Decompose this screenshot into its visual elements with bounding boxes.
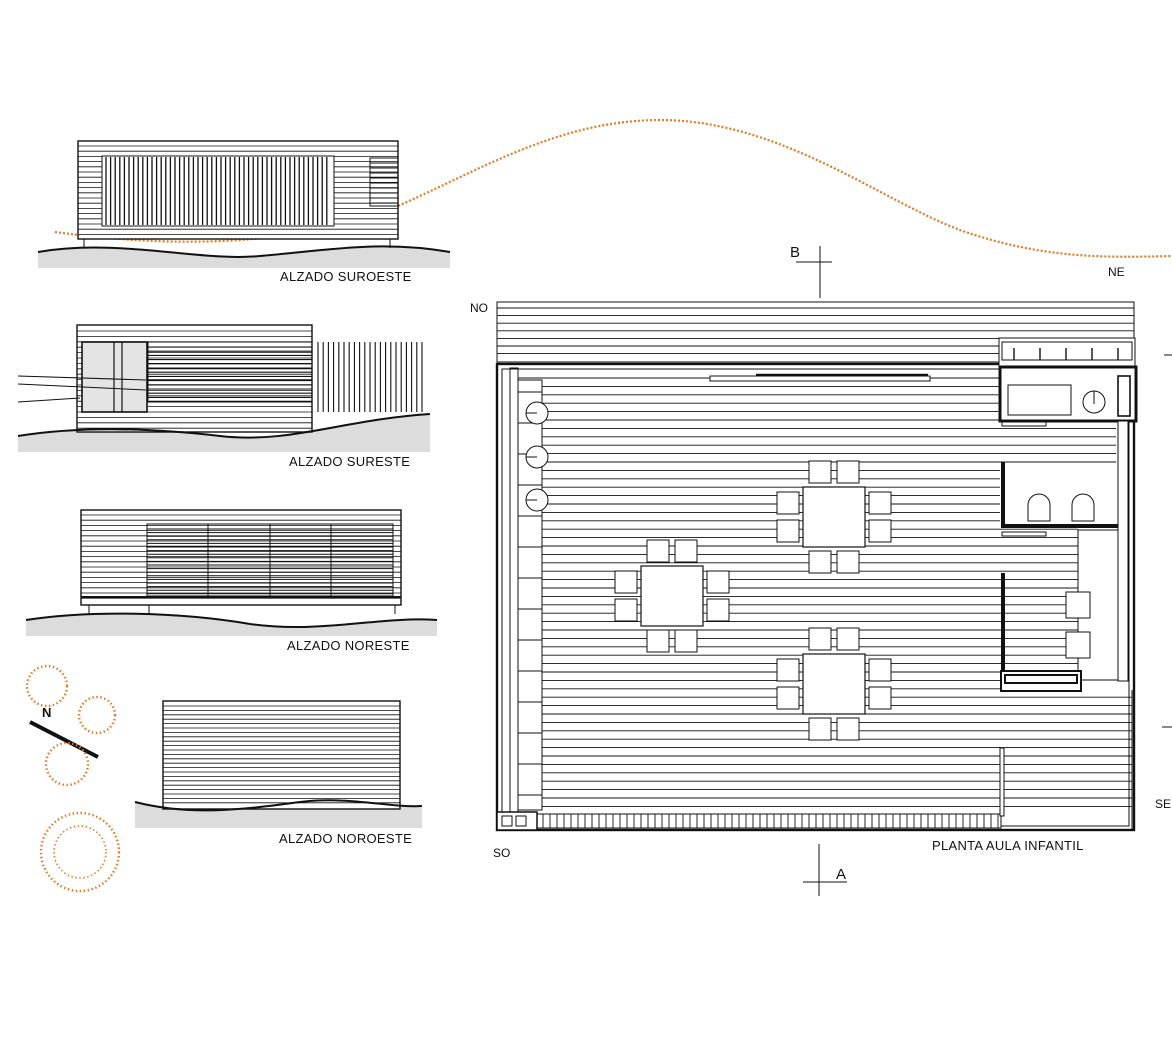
tree-icon xyxy=(77,695,117,735)
plan-left-cabinets xyxy=(518,391,549,796)
label-alzado-suroeste: ALZADO SUROESTE xyxy=(280,269,412,284)
floor-plan: B A NO NE SE SO PLANTA AULA INFANTIL xyxy=(470,244,1172,896)
stool xyxy=(776,658,800,682)
table xyxy=(802,486,866,548)
siding-noroeste xyxy=(163,705,400,804)
stool xyxy=(706,598,730,622)
label-alzado-noreste: ALZADO NORESTE xyxy=(287,638,410,653)
tree-icon xyxy=(39,811,121,893)
stool xyxy=(808,717,832,741)
section-b-label: B xyxy=(790,244,800,261)
orientation-ne: NE xyxy=(1108,265,1125,279)
plan-title: PLANTA AULA INFANTIL xyxy=(932,838,1084,853)
table xyxy=(802,653,866,715)
stool xyxy=(868,658,892,682)
stool xyxy=(706,570,730,594)
orientation-no: NO xyxy=(470,301,488,315)
stool xyxy=(808,627,832,651)
stool xyxy=(674,539,698,563)
orientation-so: SO xyxy=(493,846,510,860)
stool xyxy=(646,539,670,563)
stool xyxy=(614,570,638,594)
plan-bottom-deck xyxy=(542,814,999,828)
elevation-suroeste: ALZADO SUROESTE xyxy=(37,140,451,284)
stool xyxy=(868,491,892,515)
stool xyxy=(836,550,860,574)
orientation-se: SE xyxy=(1155,797,1171,811)
stool xyxy=(836,460,860,484)
elevation-noroeste: ALZADO NOROESTE xyxy=(134,700,423,846)
tree-icon xyxy=(25,664,69,708)
elevation-sureste: ALZADO SURESTE xyxy=(17,324,431,469)
stool xyxy=(776,519,800,543)
stool xyxy=(614,598,638,622)
stool xyxy=(776,686,800,710)
tree-icon xyxy=(44,741,90,787)
north-label: N xyxy=(42,705,51,720)
stool xyxy=(808,550,832,574)
fence-sureste xyxy=(317,342,423,412)
tree-icon xyxy=(53,825,107,879)
section-a-label: A xyxy=(836,866,846,883)
plan-tables xyxy=(614,460,892,741)
louver-suroeste xyxy=(370,162,398,204)
stool xyxy=(836,717,860,741)
stool xyxy=(808,460,832,484)
ground-noreste xyxy=(26,613,437,636)
plan-ne-rail xyxy=(1013,348,1119,360)
elevation-noreste: ALZADO NORESTE xyxy=(25,509,438,653)
plan-floor-boards xyxy=(518,377,1132,807)
stool xyxy=(868,686,892,710)
stool xyxy=(836,627,860,651)
ground-sureste xyxy=(18,414,430,452)
window-noreste xyxy=(147,524,393,596)
tree-cluster xyxy=(25,664,121,893)
north-compass: N xyxy=(29,705,99,759)
window-sureste xyxy=(148,346,312,398)
label-alzado-noroeste: ALZADO NOROESTE xyxy=(279,831,412,846)
slats-suroeste xyxy=(105,157,328,225)
stool xyxy=(776,491,800,515)
label-alzado-sureste: ALZADO SURESTE xyxy=(289,454,410,469)
stool xyxy=(674,629,698,653)
stool xyxy=(868,519,892,543)
table xyxy=(640,565,704,627)
toilet-icon xyxy=(1071,493,1095,522)
stool xyxy=(646,629,670,653)
toilet-icon xyxy=(1027,493,1051,522)
